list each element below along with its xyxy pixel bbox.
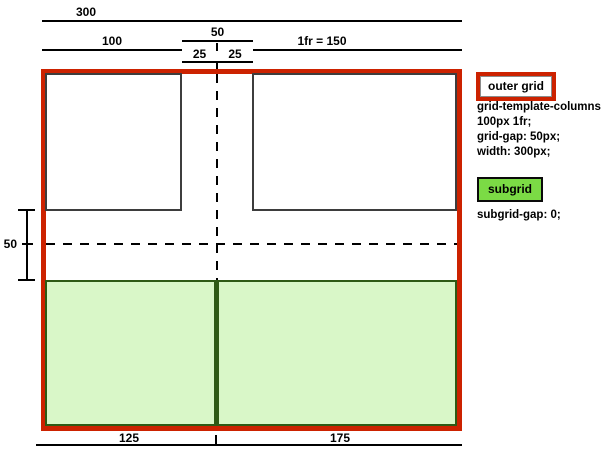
measure-col1-line [42,49,182,51]
legend-subgrid-label: subgrid [488,182,532,196]
measure-col1-label: 100 [101,34,123,48]
measure-row-gap-label: 50 [3,237,17,251]
legend-outer-grid-chip: outer grid [476,72,556,101]
measure-row-gap-top-tick [18,209,35,211]
subgrid-area [45,280,457,426]
measure-sub-col2-label: 175 [329,431,351,445]
measure-gap-half-left-label: 25 [192,47,207,61]
measure-sub-col1-label: 125 [118,431,140,445]
measure-row-gap-bottom-tick [18,279,35,281]
measure-row-gap-line [26,210,28,281]
measure-col2-label: 1fr = 150 [297,34,347,48]
legend-outer-grid-label: outer grid [480,76,552,97]
measure-total-width-line [42,20,462,22]
measure-col2-line [253,49,462,51]
measure-gap-halves-line [182,61,253,63]
measure-gap-half-right-label: 25 [228,47,242,61]
row-gap-center-dashed-line [46,243,457,245]
measure-col-gap-center-tick [216,43,218,51]
measure-bottom-center-tick [215,435,217,445]
subgrid-cell-divider [214,280,219,426]
legend-subgrid-css-line1: subgrid-gap: 0; [477,209,561,221]
column-gap-center-dashed-line [216,74,218,280]
outer-grid-cell-col1 [45,73,182,211]
legend-outer-css-line1: grid-template-columns: [477,101,602,113]
measure-total-width-label: 300 [75,5,97,19]
legend-outer-css-line4: width: 300px; [477,146,551,158]
measure-col-gap-label: 50 [210,25,225,39]
measure-bottom-line [36,444,462,446]
outer-grid-cell-col2 [252,73,457,211]
measure-gap-halves-center-tick [216,63,218,70]
measure-col-gap-line [182,40,253,42]
legend-subgrid-chip: subgrid [477,177,543,202]
legend-outer-css-line3: grid-gap: 50px; [477,131,561,143]
measure-row-gap-center-tick [22,243,33,245]
legend-outer-css-line2: 100px 1fr; [477,116,532,128]
